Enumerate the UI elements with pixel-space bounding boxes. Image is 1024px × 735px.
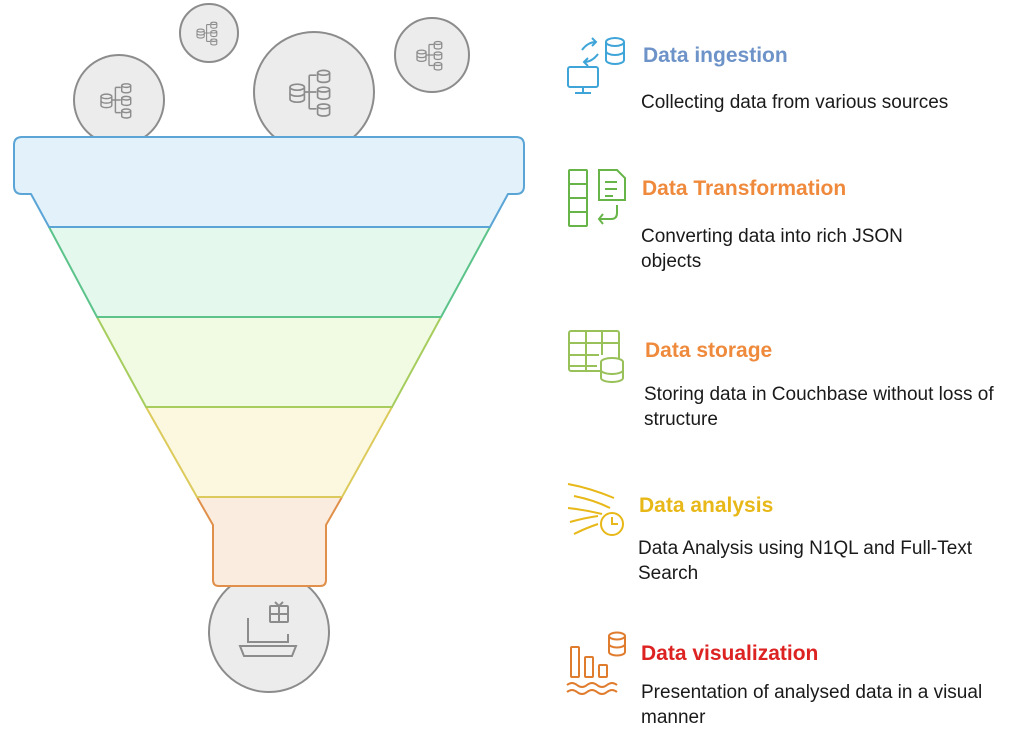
funnel-layer-3	[96, 316, 442, 408]
stage-description-visualization: Presentation of analysed data in a visua…	[641, 682, 983, 728]
funnel-layer-5	[196, 496, 343, 587]
source-bubble-1	[73, 54, 165, 146]
stage-title-transformation: Data Transformation	[642, 177, 847, 200]
stage-title-storage: Data storage	[645, 339, 773, 362]
database-tree-icon	[100, 83, 132, 119]
funnel-layer-4	[145, 406, 393, 498]
output-bubble	[208, 571, 330, 693]
source-bubble-2	[179, 3, 239, 63]
source-bubble-3	[253, 31, 375, 153]
source-bubble-4	[394, 17, 470, 93]
stage-description-ingestion: Collecting data from various sources	[641, 92, 949, 113]
laptop-package-icon	[238, 601, 298, 657]
database-tree-icon	[416, 40, 443, 71]
table-database-icon	[568, 330, 624, 383]
table-to-document-icon	[568, 169, 626, 227]
stage-description-transformation: Converting data into rich JSON objects	[641, 226, 903, 272]
stage-description-storage: Storing data in Couchbase without loss o…	[644, 384, 994, 430]
database-sync-monitor-icon	[567, 37, 625, 94]
funnel-layer-2	[48, 226, 491, 318]
bar-chart-database-icon	[566, 631, 626, 695]
stage-description-analysis: Data Analysis using N1QL and Full-Text S…	[638, 538, 973, 584]
flow-clock-icon	[567, 483, 624, 536]
stage-title-ingestion: Data ingestion	[643, 44, 788, 67]
database-tree-icon	[289, 69, 331, 117]
stage-title-visualization: Data visualization	[641, 642, 819, 665]
database-tree-icon	[196, 21, 218, 46]
stage-title-analysis: Data analysis	[639, 494, 774, 517]
funnel-layer-1	[13, 136, 525, 228]
